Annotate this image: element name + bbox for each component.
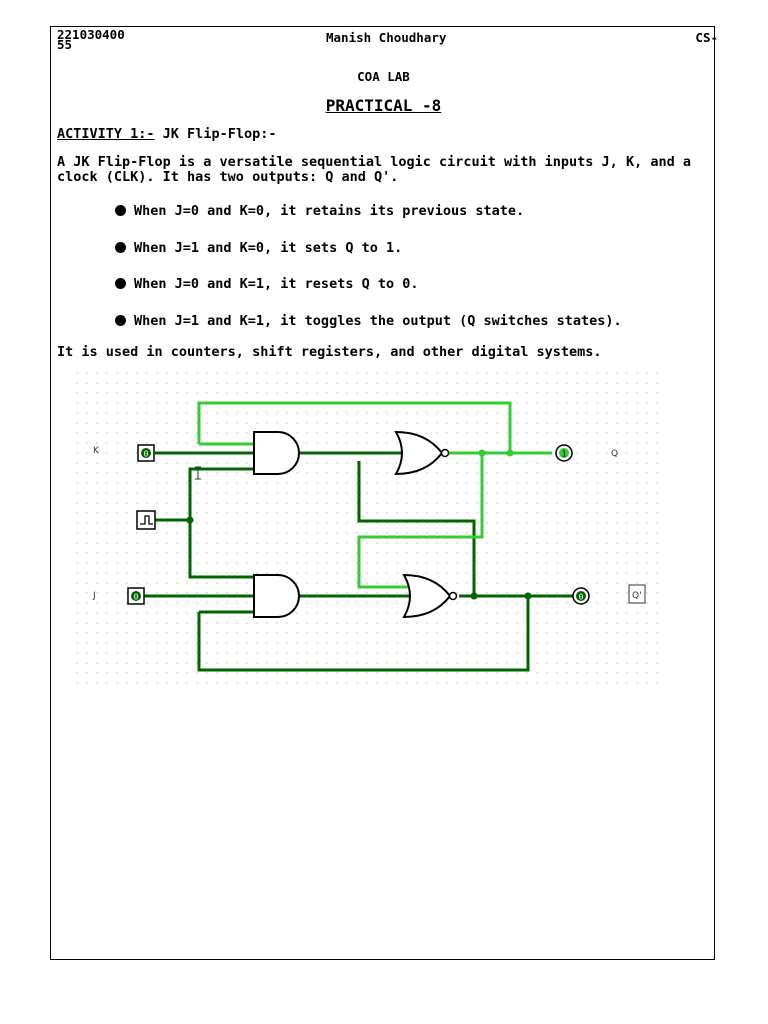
input-j-value: 0	[134, 593, 139, 602]
nor-gate-top	[394, 430, 444, 476]
bullet-dot-icon	[115, 242, 126, 253]
section-label: CS-	[695, 30, 718, 45]
input-pin-j-led	[131, 591, 141, 601]
bullet-dot-icon	[115, 315, 126, 326]
bullet-dot-icon	[115, 278, 126, 289]
active-junctions	[478, 449, 514, 457]
bullet-dot-icon	[115, 205, 126, 216]
bullet-text: When J=0 and K=0, it retains its previou…	[134, 203, 525, 219]
output-qbar-led	[576, 591, 586, 601]
intro-paragraph: A JK Flip-Flop is a versatile sequential…	[57, 154, 691, 185]
clock-input	[136, 510, 156, 530]
active-wires	[197, 401, 552, 589]
output-qbar-value: 0	[579, 593, 584, 602]
roll-number: 221030400 55	[57, 27, 125, 52]
label-qbar-box	[628, 584, 646, 604]
page-title-text: PRACTICAL -8	[325, 96, 442, 115]
author-name: Manish Choudhary	[326, 30, 447, 45]
and-gate-top	[253, 431, 300, 475]
and-gate-bottom	[253, 574, 300, 618]
outro-paragraph: It is used in counters, shift registers,…	[57, 344, 602, 360]
bullet-text: When J=1 and K=0, it sets Q to 1.	[134, 240, 403, 256]
bullet-item: When J=0 and K=0, it retains its previou…	[115, 204, 524, 219]
activity-heading: ACTIVITY 1:- JK Flip-Flop:-	[57, 127, 276, 142]
nor-gate-top-bubble	[440, 448, 450, 458]
output-q-value: 1	[562, 450, 567, 459]
clock-wave-icon	[140, 515, 153, 525]
nor-gate-bottom-bubble	[448, 591, 458, 601]
wire-junctions	[186, 516, 532, 600]
bullet-item: When J=0 and K=1, it resets Q to 0.	[115, 277, 418, 292]
course-name: COA LAB	[357, 69, 410, 84]
page-title: PRACTICAL -8	[51, 96, 716, 115]
label-j: J	[92, 591, 96, 601]
input-pin-k-led	[141, 448, 151, 458]
input-k-value: 0	[144, 450, 149, 459]
label-q: Q	[611, 449, 618, 459]
bullet-text: When J=1 and K=1, it toggles the output …	[134, 313, 622, 329]
label-qbar: Q'	[632, 591, 642, 601]
nor-gate-bottom	[402, 573, 452, 619]
bullet-item: When J=1 and K=1, it toggles the output …	[115, 314, 622, 329]
activity-label: ACTIVITY 1:-	[57, 126, 155, 142]
activity-name: JK Flip-Flop:-	[154, 126, 277, 142]
inactive-wires	[143, 451, 574, 672]
document-page: 221030400 55 Manish Choudhary CS- COA LA…	[50, 26, 718, 960]
canvas-grid	[76, 372, 658, 688]
label-k: K	[93, 446, 100, 456]
bullet-text: When J=0 and K=1, it resets Q to 0.	[134, 276, 419, 292]
output-q-led	[559, 448, 569, 458]
text-cursor-icon	[195, 466, 201, 480]
jk-flipflop-circuit-diagram: 0 0 1 0 K J Q Q'	[76, 372, 658, 688]
bullet-item: When J=1 and K=0, it sets Q to 1.	[115, 241, 402, 256]
